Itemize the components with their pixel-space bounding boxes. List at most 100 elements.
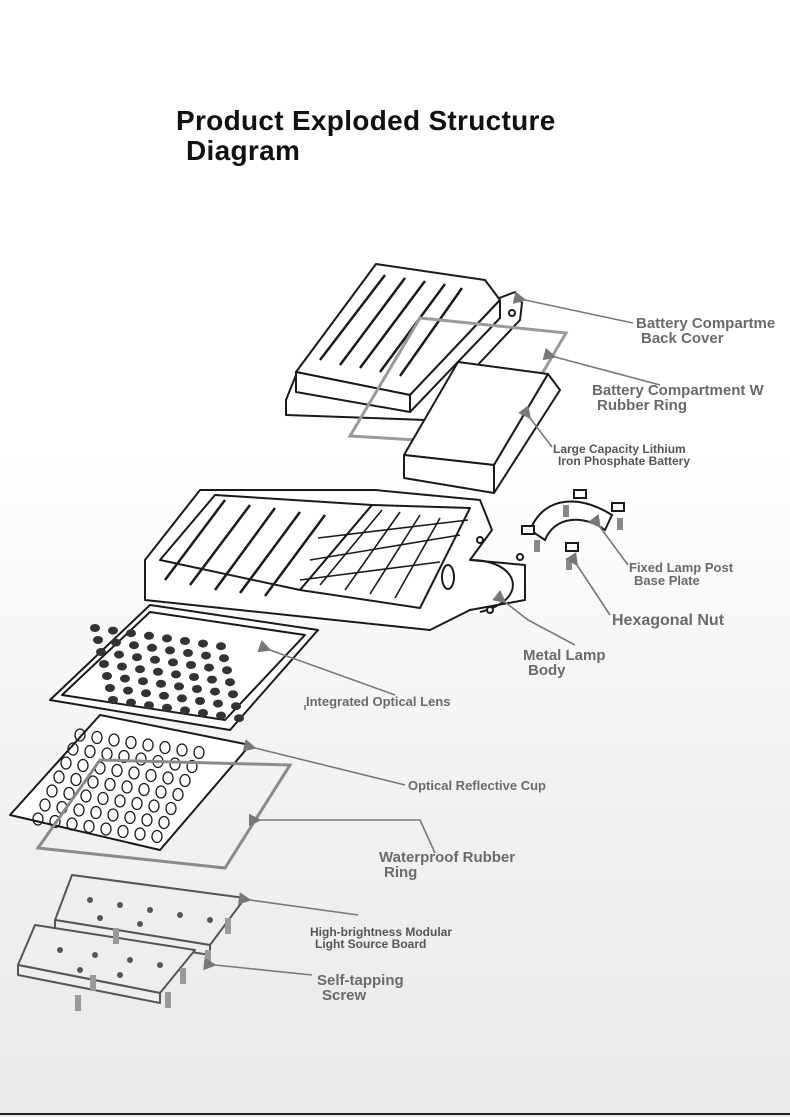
reflector-cell [155, 785, 167, 799]
lens-dot [216, 711, 226, 720]
label-back-cover: Battery Compartme Back Cover [636, 316, 775, 346]
lens-dot [198, 639, 208, 648]
lens-dot [138, 677, 148, 686]
reflector-cell [49, 814, 61, 829]
reflector-cell [32, 812, 44, 826]
reflector-cell [104, 777, 116, 792]
lens-dot [192, 685, 202, 693]
reflector-cell [145, 768, 157, 783]
lens-dot [93, 636, 103, 644]
lens-dot [150, 655, 160, 664]
lens-dot [135, 665, 145, 674]
lens-dot [162, 703, 172, 712]
reflector-cell [108, 733, 120, 747]
label-base-plate: Fixed Lamp Post Base Plate [629, 561, 733, 587]
reflector-cell [125, 735, 137, 750]
label-light-board-line2: Light Source Board [315, 937, 427, 951]
lens-dot [132, 653, 142, 662]
lens-dot [219, 654, 229, 663]
reflector-cell [77, 758, 89, 773]
reflector-cell [141, 813, 153, 827]
reflector-cell [134, 827, 146, 841]
reflector-cell [135, 752, 147, 766]
lens-dot [108, 696, 118, 704]
label-base-plate-line2: Base Plate [634, 573, 700, 588]
reflector-cell [84, 744, 96, 759]
reflector-cell [179, 773, 191, 788]
label-light-board-line1: High-brightness Modular [310, 925, 452, 939]
lens-dot [183, 649, 193, 657]
reflector-cell [60, 756, 72, 770]
label-battery-rubber-ring-line2: Rubber Ring [597, 397, 687, 414]
light-source-boards [17, 874, 246, 1004]
lens-dot [207, 675, 217, 684]
reflector-cell [172, 787, 184, 802]
title-line-2: Diagram [186, 135, 301, 166]
lens-dot [108, 626, 118, 635]
reflector-cell [66, 817, 78, 831]
lens-dot [144, 701, 154, 710]
reflector-cell [165, 801, 177, 816]
reflector-cell [169, 757, 181, 771]
label-screw: Self-tapping Screw [317, 973, 404, 1003]
lens-dot [153, 667, 163, 676]
reflector-cell [111, 763, 123, 778]
label-lens: Integrated Optical Lens [306, 694, 450, 709]
lens-dot [213, 699, 223, 708]
label-waterproof-ring: Waterproof Rubber Ring [379, 850, 515, 880]
lens-dot [204, 663, 214, 672]
lens-dot [216, 642, 226, 651]
lens-dot [156, 679, 166, 688]
label-reflective-cup: Optical Reflective Cup [408, 778, 546, 793]
page-title: Product Exploded Structure Diagram [176, 106, 556, 166]
lens-dot [126, 629, 136, 638]
lens-dot [147, 643, 157, 652]
lens-dot [177, 694, 187, 703]
label-lens-line1: Integrated Optical Lens [306, 694, 451, 709]
reflector-cell [158, 815, 170, 830]
lamp-post-base-plate [521, 489, 625, 570]
lens-dot [222, 666, 232, 675]
title-line-1: Product Exploded Structure [176, 105, 556, 136]
reflector-cell [46, 784, 58, 798]
lens-dot [168, 658, 178, 667]
reflector-cell [67, 742, 79, 756]
optical-reflective-cup [9, 714, 251, 851]
label-back-cover-line1: Battery Compartme [636, 315, 776, 332]
label-battery-rubber-ring-line1: Battery Compartment W [592, 382, 764, 399]
reflector-cell [87, 775, 99, 789]
reflector-cell [107, 808, 119, 822]
reflector-cell [117, 824, 129, 839]
reflector-cell [148, 799, 160, 813]
lens-dot [96, 648, 106, 656]
reflector-cell [159, 740, 171, 755]
lens-dot [180, 637, 190, 645]
lens-dot [102, 672, 112, 680]
lens-dot [180, 706, 190, 715]
label-lamp-body: Metal Lamp Body [523, 648, 606, 678]
lens-dot [231, 702, 241, 711]
label-lamp-body-line2: Body [528, 662, 566, 679]
label-waterproof-ring-line2: Ring [384, 864, 418, 881]
lens-dot [129, 641, 139, 650]
reflector-cell [90, 805, 102, 820]
lens-dot [234, 714, 244, 723]
label-back-cover-line2: Back Cover [641, 330, 724, 347]
reflector-cell [63, 786, 75, 801]
reflector-cell [39, 798, 51, 812]
reflector-cell [162, 771, 174, 785]
label-hex-nut-line1: Hexagonal Nut [612, 612, 725, 629]
label-reflective-cup-line1: Optical Reflective Cup [408, 778, 546, 793]
reflector-cell [97, 791, 109, 806]
lens-dot [165, 646, 175, 655]
lens-dot [111, 638, 121, 647]
reflector-cell [114, 794, 126, 808]
lens-dot [117, 662, 127, 671]
lens-dot [186, 661, 196, 669]
reflector-cell [176, 743, 188, 757]
metal-lamp-body [144, 489, 526, 631]
label-battery: Large Capacity Lithium Iron Phosphate Ba… [553, 443, 690, 467]
reflector-cell [142, 738, 154, 752]
lens-dot [171, 670, 181, 679]
